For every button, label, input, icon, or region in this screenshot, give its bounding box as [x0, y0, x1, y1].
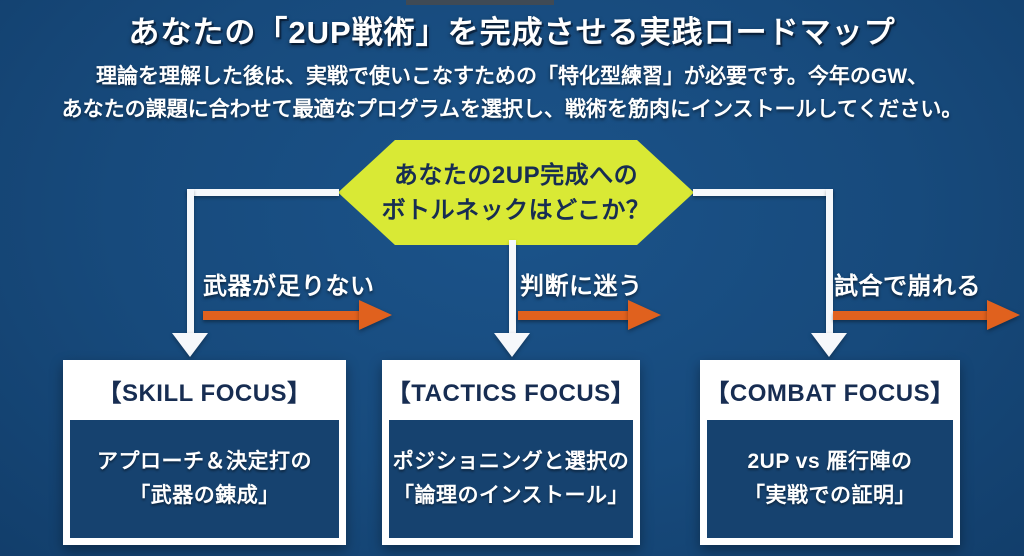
- tactics-focus-body-line-1: ポジショニングと選択の: [392, 450, 630, 473]
- skill-focus-title: 【SKILL FOCUS】: [97, 379, 312, 407]
- page-subtitle: 理論を理解した後は、実戦で使いこなすための「特化型練習」が必要です。今年のGW、…: [0, 60, 1024, 126]
- connector-left-arrowhead-icon: [172, 333, 208, 357]
- combat-focus-body-line-2: 「実戦での証明」: [744, 484, 916, 507]
- orange-arrow-weapons-head-icon: [359, 300, 392, 330]
- tactics-focus-title: 【TACTICS FOCUS】: [386, 379, 636, 407]
- orange-arrow-match-head-icon: [987, 300, 1020, 330]
- tactics-focus-body: ポジショニングと選択の 「論理のインストール」: [389, 420, 633, 538]
- connector-left-horizontal: [187, 189, 339, 196]
- orange-arrow-match-bar: [833, 311, 988, 320]
- tactics-focus-box: 【TACTICS FOCUS】 ポジショニングと選択の 「論理のインストール」: [382, 360, 640, 545]
- orange-arrow-judgment-head-icon: [628, 300, 661, 330]
- combat-focus-body-line-1: 2UP vs 雁行陣の: [747, 450, 913, 473]
- branch-label-weapons: 武器が足りない: [203, 273, 375, 300]
- connector-right-arrowhead-icon: [811, 333, 847, 357]
- branch-label-judgment: 判断に迷う: [520, 273, 643, 300]
- skill-focus-body: アプローチ＆決定打の 「武器の錬成」: [70, 420, 339, 538]
- skill-focus-box: 【SKILL FOCUS】 アプローチ＆決定打の 「武器の錬成」: [63, 360, 346, 545]
- top-crop-bar: [406, 0, 554, 5]
- decision-question: あなたの2UP完成への ボトルネックはどこか？: [382, 158, 651, 228]
- combat-focus-title: 【COMBAT FOCUS】: [705, 379, 955, 407]
- decision-hexagon: あなたの2UP完成への ボトルネックはどこか？: [338, 140, 694, 245]
- branch-label-match: 試合で崩れる: [834, 273, 981, 300]
- subtitle-line-1: 理論を理解した後は、実戦で使いこなすための「特化型練習」が必要です。今年のGW、: [95, 65, 929, 88]
- decision-line-1: あなたの2UP完成への: [393, 161, 639, 189]
- connector-right-horizontal: [693, 189, 833, 196]
- connector-right-vertical: [826, 189, 833, 333]
- connector-middle-vertical: [509, 240, 516, 333]
- connector-middle-arrowhead-icon: [494, 333, 530, 357]
- skill-focus-body-line-1: アプローチ＆決定打の: [97, 450, 312, 473]
- skill-focus-body-line-2: 「武器の錬成」: [129, 484, 280, 507]
- page-title: あなたの「2UP戦術」を完成させる実践ロードマップ: [128, 15, 896, 50]
- tactics-focus-body-line-2: 「論理のインストール」: [392, 484, 630, 507]
- orange-arrow-judgment-bar: [518, 311, 629, 320]
- combat-focus-box: 【COMBAT FOCUS】 2UP vs 雁行陣の 「実戦での証明」: [700, 360, 960, 545]
- combat-focus-body: 2UP vs 雁行陣の 「実戦での証明」: [707, 420, 953, 538]
- orange-arrow-weapons-bar: [203, 311, 360, 320]
- subtitle-line-2: あなたの課題に合わせて最適なプログラムを選択し、戦術を筋肉にインストールしてくだ…: [61, 98, 963, 121]
- decision-line-2: ボトルネックはどこか？: [381, 196, 651, 224]
- connector-left-vertical: [187, 189, 194, 333]
